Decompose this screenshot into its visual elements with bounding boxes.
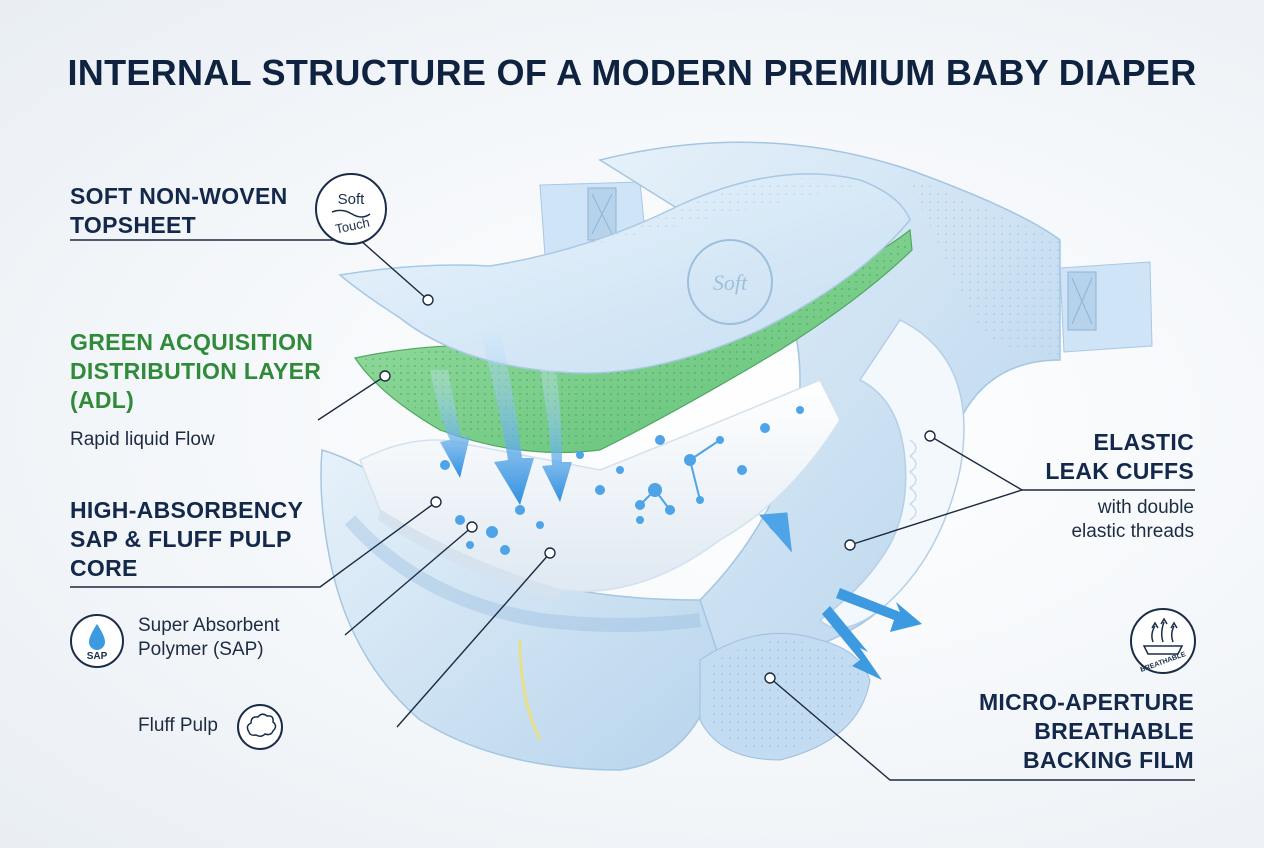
label-adl-line2: DISTRIBUTION LAYER <box>70 358 322 384</box>
label-adl: GREEN ACQUISITION DISTRIBUTION LAYER (AD… <box>70 328 321 415</box>
svg-text:Soft: Soft <box>338 191 366 208</box>
soft-touch-icon: Soft Touch <box>312 170 390 253</box>
svg-text:Touch: Touch <box>334 215 371 237</box>
label-cuffs-sub: with double elastic threads <box>1071 496 1194 544</box>
label-adl-line1: GREEN ACQUISITION <box>70 329 314 355</box>
label-core-line2: SAP & FLUFF PULP <box>70 526 292 552</box>
label-cuffs: ELASTIC LEAK CUFFS <box>1045 428 1194 486</box>
label-cuffs-sub-line2: elastic threads <box>1071 521 1194 542</box>
sap-drop-icon: SAP <box>68 612 126 675</box>
topsheet-soft-emblem: Soft <box>687 239 773 325</box>
label-backing-line3: BACKING FILM <box>1023 747 1194 773</box>
leader-lines <box>70 239 1195 781</box>
label-topsheet: SOFT NON-WOVEN TOPSHEET <box>70 182 288 240</box>
label-cuffs-line2: LEAK CUFFS <box>1045 458 1194 484</box>
label-topsheet-line1: SOFT NON-WOVEN <box>70 183 288 209</box>
elastic-cuff <box>818 319 965 629</box>
label-backing-line1: MICRO-APERTURE <box>978 689 1194 715</box>
label-core-line3: CORE <box>70 555 138 581</box>
svg-text:SAP: SAP <box>87 651 108 662</box>
label-topsheet-line2: TOPSHEET <box>70 212 196 238</box>
label-cuffs-sub-line1: with double <box>1097 497 1194 518</box>
upflow-arrow <box>758 512 793 553</box>
leader-dots <box>379 294 936 684</box>
fluff-pulp-icon <box>235 702 285 757</box>
liquid-flow-arrows <box>430 330 572 505</box>
label-cuffs-line1: ELASTIC <box>1093 429 1194 455</box>
waist-tab-right <box>1059 261 1153 353</box>
label-fluff: Fluff Pulp <box>138 715 218 736</box>
breathable-icon: BREATHABLE <box>1128 606 1198 681</box>
label-core: HIGH-ABSORBENCY SAP & FLUFF PULP CORE <box>70 496 303 583</box>
label-backing-line2: BREATHABLE <box>1034 718 1194 744</box>
svg-text:Soft: Soft <box>713 270 748 295</box>
label-sap-line2: Polymer (SAP) <box>138 639 264 660</box>
label-sap-line1: Super Absorbent <box>138 615 280 636</box>
label-core-line1: HIGH-ABSORBENCY <box>70 497 304 523</box>
sap-molecule <box>639 439 721 511</box>
page-title: INTERNAL STRUCTURE OF A MODERN PREMIUM B… <box>67 52 1197 93</box>
label-sap: Super Absorbent Polymer (SAP) <box>138 614 280 662</box>
label-backing: MICRO-APERTURE BREATHABLE BACKING FILM <box>979 688 1194 775</box>
label-adl-line3: (ADL) <box>70 387 135 413</box>
breathable-arrows <box>822 588 922 680</box>
label-adl-sub: Rapid liquid Flow <box>70 429 215 450</box>
